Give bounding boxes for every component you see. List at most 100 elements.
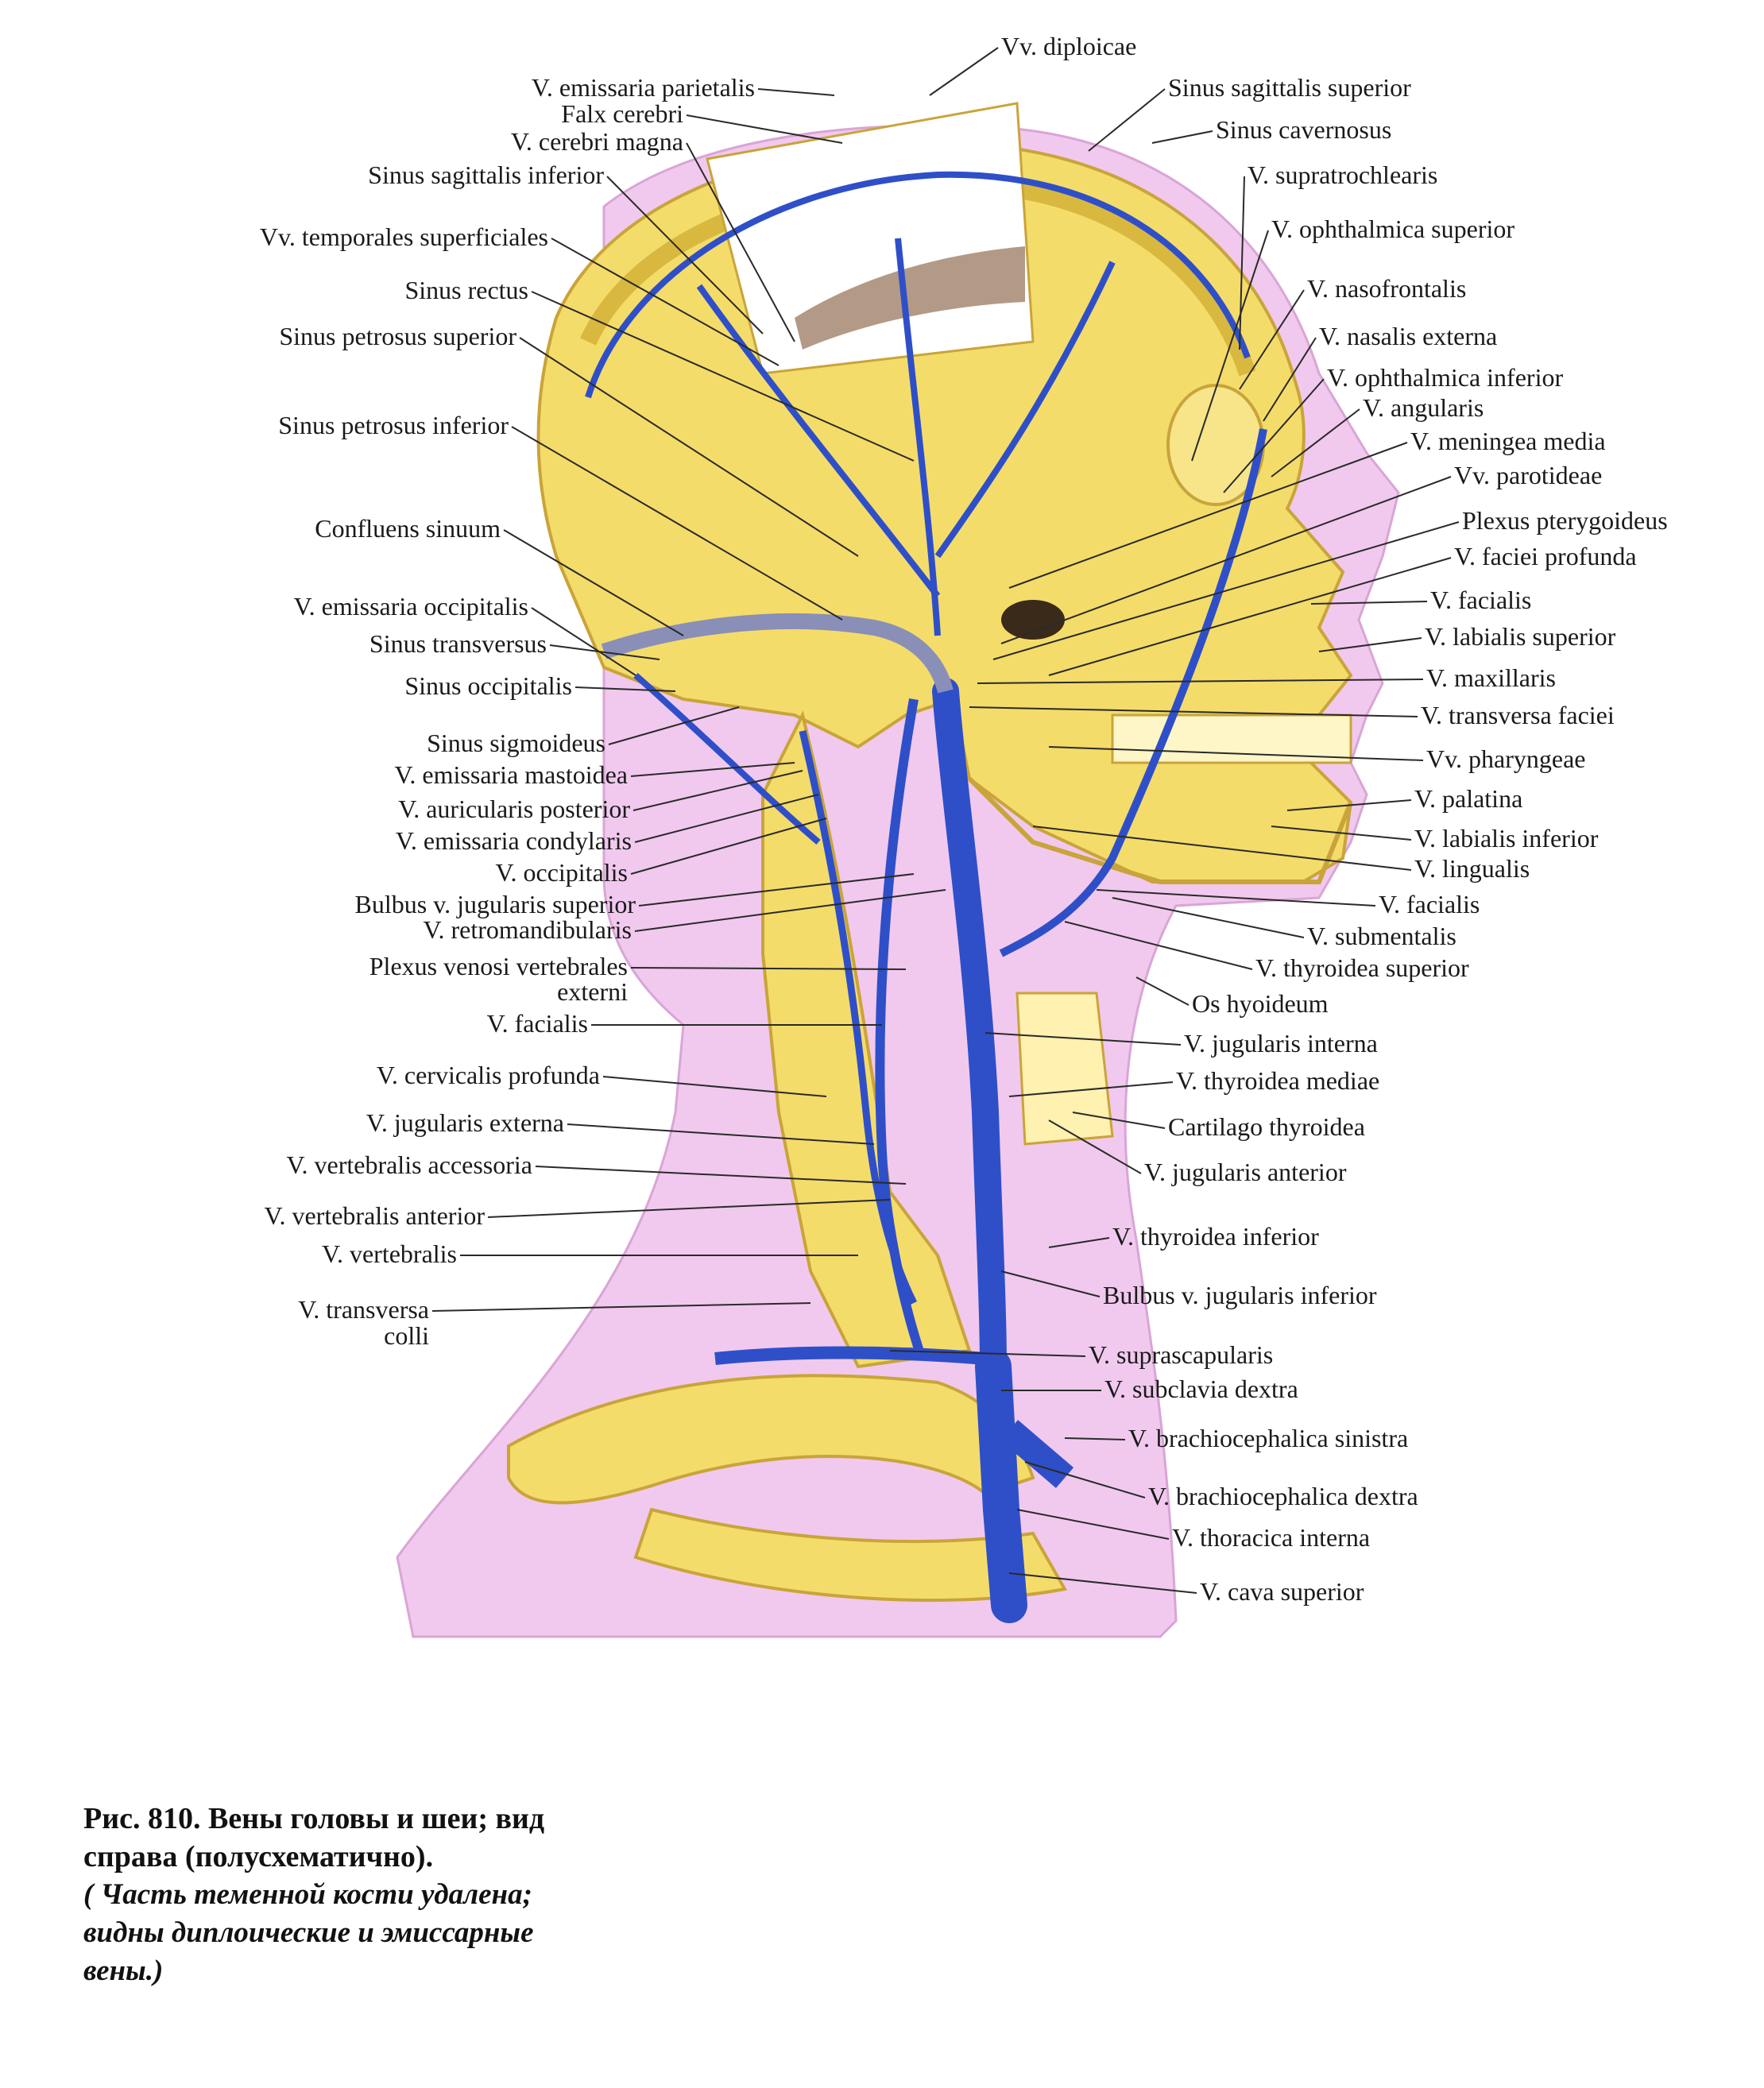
label-right-32: V. subclavia dextra [1104,1375,1298,1403]
leader-right-30 [1000,1270,1101,1297]
leader-right-10 [1000,476,1452,644]
label-left-13: V. emissaria mastoidea [394,760,628,789]
label-right-13: V. facialis [1430,586,1532,614]
leader-right-0 [929,47,999,96]
label-left-12: Sinus sigmoideus [427,729,605,757]
label-right-26: V. thyroidea mediae [1176,1066,1380,1095]
leader-right-27 [1072,1112,1166,1129]
leader-left-22 [602,1076,827,1097]
label-left-21: V. facialis [486,1009,588,1038]
label-left-4: Vv. temporales superficiales [259,222,548,251]
first-rib [633,1507,1068,1603]
leader-left-23 [567,1123,875,1145]
label-left-19: Plexus venosi vertebrales [369,952,628,980]
leader-left-11 [574,686,676,692]
label-left-18: V. retromandibularis [423,915,632,944]
leader-right-15 [977,679,1424,684]
label-left-23: V. jugularis externa [366,1108,564,1137]
leader-left-17 [638,873,915,907]
label-right-2: Sinus cavernosus [1216,115,1392,144]
label-left-8: Confluens sinuum [315,514,501,543]
figure-caption: Рис. 810. Вены головы и шеи; вид справа … [83,1800,656,1990]
label-right-15: V. maxillaris [1426,663,1556,692]
leader-right-34 [1024,1461,1146,1498]
caption-line-5: вены.) [83,1955,164,1987]
falx-cerebri [795,246,1025,350]
label-right-12: V. faciei profunda [1454,542,1637,570]
leader-left-7 [511,426,843,621]
leader-right-9 [1008,442,1408,589]
leader-left-25 [487,1199,891,1218]
leader-right-35 [1016,1509,1170,1540]
superior-sagittal-sinus [585,171,1251,399]
label-left-26: V. vertebralis [321,1239,457,1268]
leader-right-22 [1112,897,1305,938]
leader-left-0 [757,88,835,96]
leader-left-27 [431,1302,811,1312]
caption-line-2: справа (полусхематично). [83,1840,434,1873]
leader-left-18 [634,889,946,932]
label-right-28: V. jugularis anterior [1144,1158,1347,1186]
leader-right-29 [1048,1237,1110,1248]
leader-left-1 [686,114,843,144]
label-right-8: V. angularis [1363,393,1484,422]
leader-left-5 [531,291,915,462]
label-right-25: V. jugularis interna [1184,1029,1378,1058]
label-left-1: Falx cerebri [561,99,683,128]
leader-right-4 [1191,230,1269,462]
leader-left-9 [531,607,636,676]
label-right-1: Sinus sagittalis superior [1168,73,1411,102]
leader-right-18 [1286,799,1412,811]
label-right-27: Cartilago thyroidea [1168,1112,1365,1141]
occipital-vein [633,672,821,845]
label-right-19: V. labialis inferior [1414,824,1599,853]
label-right-14: V. labialis superior [1425,622,1616,651]
leader-right-24 [1135,976,1190,1006]
label-right-22: V. submentalis [1307,922,1456,950]
leader-right-7 [1223,378,1325,493]
label-left-25: V. vertebralis anterior [264,1201,485,1230]
label-right-17: Vv. pharyngeae [1426,744,1586,773]
label-left-22: V. cervicalis profunda [376,1061,600,1089]
label-right-9: V. meningea media [1410,427,1606,455]
mandible [967,776,1353,884]
label-right-4: V. ophthalmica superior [1271,215,1515,243]
leader-right-17 [1048,746,1424,761]
leader-right-13 [1310,601,1428,605]
leader-right-21 [1096,889,1376,907]
label-left-10: Sinus transversus [369,629,547,658]
label-left-16: V. occipitalis [495,858,629,887]
leader-right-14 [1318,637,1422,652]
leader-left-12 [608,706,740,745]
subclavian [714,1346,986,1365]
leader-left-8 [503,529,684,636]
leader-right-12 [1048,557,1452,676]
label-right-24: Os hyoideum [1192,989,1329,1018]
leader-left-24 [535,1166,907,1185]
label-right-11: Plexus pterygoideus [1462,506,1668,535]
leader-left-19 [630,967,907,970]
label-left-24: V. vertebralis accessoria [286,1150,533,1179]
label-right-18: V. palatina [1414,784,1523,813]
label-right-7: V. ophthalmica inferior [1327,363,1564,392]
leader-right-23 [1064,921,1253,970]
leader-right-8 [1271,408,1360,478]
label-right-0: Vv. diploicae [1001,32,1137,60]
label-right-29: V. thyroidea inferior [1112,1222,1319,1251]
leader-right-28 [1048,1119,1142,1174]
leader-left-2 [686,142,795,342]
internal-jugular-vein [932,678,1007,1380]
label-right-20: V. lingualis [1414,854,1530,883]
label-left-20: externi [557,977,628,1006]
label-right-35: V. thoracica interna [1172,1523,1371,1552]
label-left-9: V. emissaria occipitalis [293,592,528,621]
leader-right-3 [1239,176,1245,350]
leader-left-14 [632,770,803,811]
label-left-5: Sinus rectus [404,276,528,304]
label-left-7: Sinus petrosus inferior [278,411,509,439]
thyroid-cartilage [1015,992,1114,1146]
leader-right-33 [1064,1437,1126,1440]
leader-left-10 [549,644,660,660]
